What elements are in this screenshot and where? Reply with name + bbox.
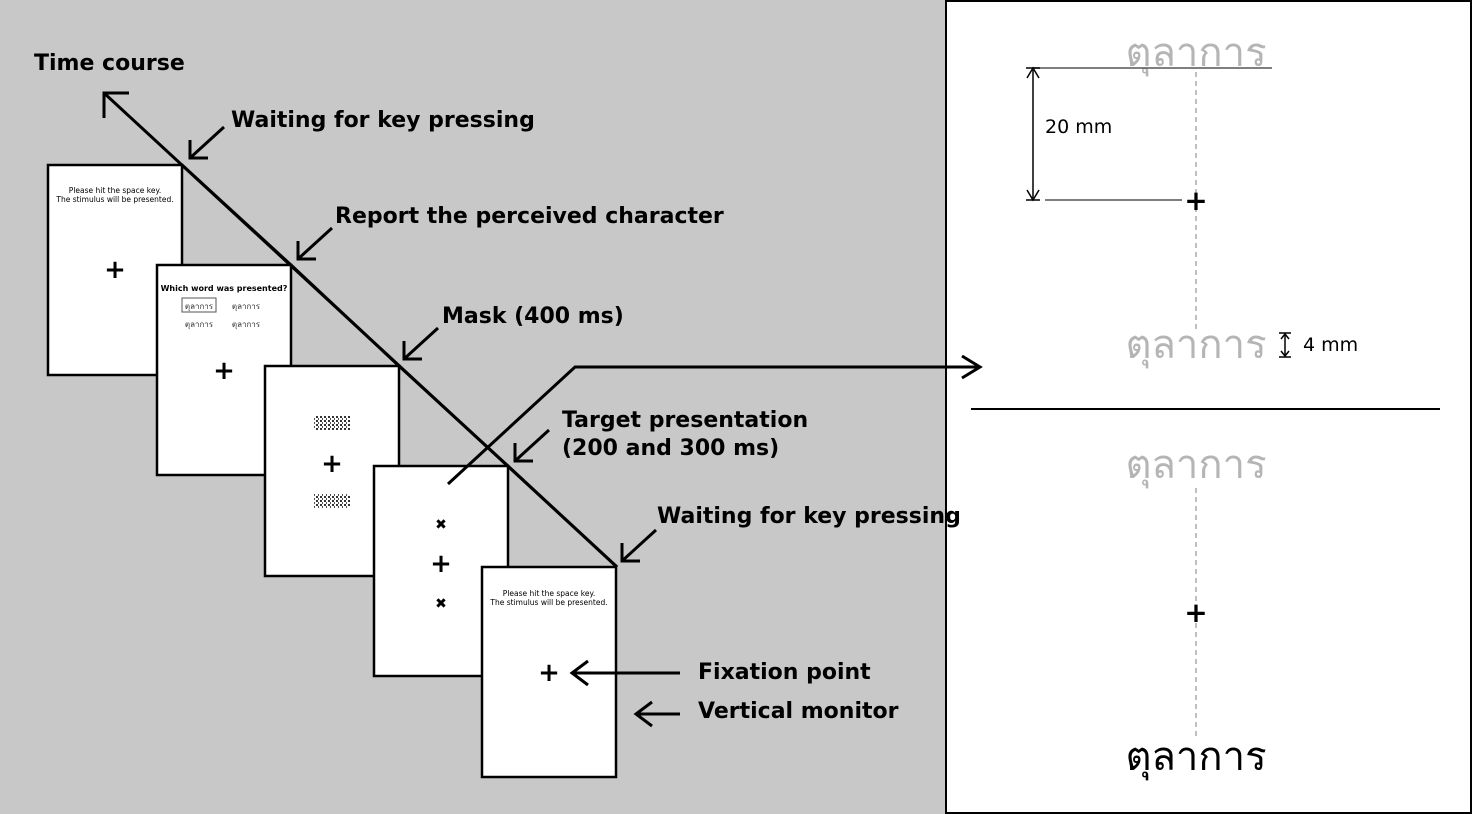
label-target-2: (200 and 300 ms) (562, 436, 779, 461)
mask-pattern-top (314, 416, 350, 430)
right-top-word-bottom: ตุลาการ (1125, 322, 1266, 369)
right-top-word-top: ตุลาการ (1125, 30, 1266, 77)
zoom-arrow (446, 354, 983, 486)
right-bottom-word-bottom: ตุลาการ (1125, 734, 1266, 781)
screen-1-fixation: + (104, 255, 126, 285)
right-bottom-section: ตุลาการ + ตุลาการ (1125, 442, 1266, 781)
screen-4-fixation: + (430, 549, 452, 579)
pointer-arrows (188, 125, 680, 728)
screen-2-option-2: ตุลาการ (232, 302, 261, 311)
label-waiting-top: Waiting for key pressing (231, 108, 535, 133)
label-waiting-bottom: Waiting for key pressing (657, 504, 961, 529)
right-panel (945, 0, 1472, 814)
screen-4-mark-top: ✖ (435, 517, 447, 533)
screen-2-option-1: ตุลาการ (185, 302, 214, 311)
label-monitor: Vertical monitor (698, 699, 899, 724)
screen-2-fixation: + (213, 356, 235, 386)
label-mask: Mask (400 ms) (442, 304, 624, 329)
right-bottom-word-top: ตุลาการ (1125, 442, 1266, 489)
screen-2-question: Which word was presented? (161, 284, 288, 293)
label-fixation: Fixation point (698, 660, 871, 685)
right-bottom-fixation: + (1184, 596, 1207, 629)
time-course-label: Time course (34, 51, 185, 76)
distance-label: 20 mm (1045, 116, 1112, 138)
axis-overlay (180, 163, 619, 569)
size-label: 4 mm (1303, 334, 1358, 356)
screen-4-mark-bottom: ✖ (435, 596, 447, 612)
screen-1-line1: Please hit the space key. (69, 186, 161, 195)
screen-5-line1: Please hit the space key. (503, 589, 595, 598)
label-target-1: Target presentation (562, 408, 808, 433)
right-top-fixation: + (1184, 184, 1207, 217)
screen-5-line2: The stimulus will be presented. (489, 598, 607, 607)
screen-5-fixation: + (538, 658, 560, 688)
screen-2-option-3: ตุลาการ (185, 320, 214, 329)
screen-1-line2: The stimulus will be presented. (55, 195, 173, 204)
label-report: Report the perceived character (335, 204, 724, 229)
screen-3-fixation: + (321, 449, 343, 479)
screen-2-option-4: ตุลาการ (232, 320, 261, 329)
right-top-section: ตุลาการ 20 mm + ตุลาการ 4 mm (1026, 30, 1358, 369)
mask-pattern-bottom (314, 494, 350, 508)
